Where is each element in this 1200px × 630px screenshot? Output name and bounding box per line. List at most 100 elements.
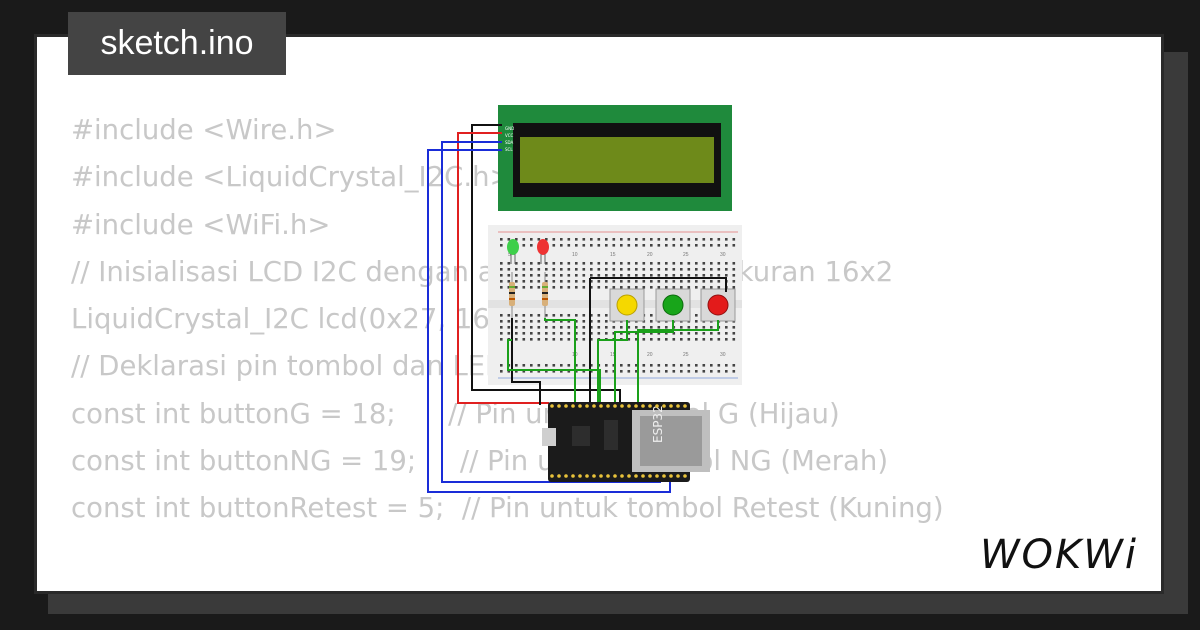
breadboard-hole: [522, 338, 526, 341]
breadboard-hole: [515, 268, 518, 271]
breadboard-hole: [650, 262, 653, 265]
breadboard-hole: [582, 370, 586, 373]
breadboard-hole: [680, 238, 683, 241]
breadboard-hole: [522, 268, 526, 271]
breadboard-hole: [710, 280, 713, 283]
breadboard-hole: [552, 268, 556, 271]
breadboard-hole: [642, 244, 646, 247]
breadboard-hole: [530, 332, 533, 335]
breadboard-hole: [597, 238, 601, 241]
header-pin: [606, 474, 610, 478]
breadboard-hole: [545, 332, 548, 335]
breadboard-hole: [530, 370, 533, 373]
breadboard-hole: [545, 262, 548, 265]
breadboard-hole: [657, 274, 661, 277]
lcd-pin-label: SCL: [505, 147, 513, 152]
file-name-badge: sketch.ino: [68, 12, 286, 75]
breadboard-hole: [507, 314, 511, 317]
breadboard-hole: [695, 314, 698, 317]
breadboard-hole: [567, 320, 571, 323]
breadboard-hole: [687, 274, 691, 277]
breadboard-hole: [710, 286, 713, 289]
breadboard-hole: [635, 238, 638, 241]
breadboard-hole: [515, 332, 518, 335]
breadboard-hole: [695, 332, 698, 335]
breadboard-hole: [545, 338, 548, 341]
breadboard-hole: [560, 238, 563, 241]
breadboard-hole: [500, 338, 503, 341]
breadboard-hole: [575, 326, 578, 329]
breadboard-hole: [717, 262, 721, 265]
breadboard-hole: [537, 280, 541, 283]
breadboard-hole: [567, 370, 571, 373]
header-pin: [634, 474, 638, 478]
breadboard-hole: [687, 268, 691, 271]
code-line: #include <WiFi.h>: [71, 208, 331, 241]
breadboard-hole: [567, 314, 571, 317]
breadboard-hole: [620, 286, 623, 289]
breadboard-hole: [560, 314, 563, 317]
code-line: #include <Wire.h>: [71, 114, 337, 146]
breadboard-hole: [522, 326, 526, 329]
breadboard-hole: [732, 364, 736, 367]
breadboard-hole: [732, 244, 736, 247]
header-pin: [599, 404, 603, 408]
breadboard-hole: [635, 364, 638, 367]
breadboard-hole: [567, 238, 571, 241]
breadboard-hole: [605, 244, 608, 247]
breadboard-hole: [717, 280, 721, 283]
breadboard-hole: [725, 326, 728, 329]
breadboard-hole: [702, 286, 706, 289]
breadboard-hole: [530, 274, 533, 277]
header-pin: [648, 404, 652, 408]
breadboard-hole: [605, 262, 608, 265]
breadboard-hole: [657, 338, 661, 341]
breadboard-hole: [545, 280, 548, 283]
header-pin: [557, 404, 561, 408]
breadboard-hole: [537, 268, 541, 271]
header-pin: [550, 404, 554, 408]
breadboard-hole: [612, 332, 616, 335]
breadboard-hole: [590, 238, 593, 241]
header-pin: [683, 404, 687, 408]
breadboard-hole: [620, 262, 623, 265]
header-pin: [627, 404, 631, 408]
breadboard-hole: [627, 338, 631, 341]
breadboard-hole: [530, 320, 533, 323]
breadboard-hole: [545, 364, 548, 367]
header-pin: [620, 404, 624, 408]
breadboard-hole: [732, 326, 736, 329]
breadboard-hole: [650, 244, 653, 247]
breadboard-hole: [515, 338, 518, 341]
breadboard-hole: [702, 268, 706, 271]
breadboard-hole: [725, 274, 728, 277]
breadboard-hole: [680, 262, 683, 265]
header-pin: [564, 404, 568, 408]
breadboard-hole: [597, 274, 601, 277]
breadboard-hole: [680, 326, 683, 329]
breadboard-hole: [627, 286, 631, 289]
breadboard-hole: [537, 320, 541, 323]
breadboard-hole: [710, 326, 713, 329]
breadboard-hole: [650, 370, 653, 373]
breadboard-hole: [522, 274, 526, 277]
breadboard-hole: [582, 364, 586, 367]
breadboard-hole: [657, 268, 661, 271]
breadboard-hole: [537, 274, 541, 277]
breadboard-hole: [635, 370, 638, 373]
breadboard-hole: [672, 262, 676, 265]
breadboard-hole: [500, 280, 503, 283]
breadboard-hole: [582, 280, 586, 283]
breadboard-hole: [500, 332, 503, 335]
breadboard-hole: [582, 314, 586, 317]
breadboard-hole: [552, 332, 556, 335]
breadboard-hole: [500, 262, 503, 265]
header-pin: [641, 404, 645, 408]
breadboard-hole: [590, 274, 593, 277]
breadboard-hole: [605, 326, 608, 329]
breadboard-hole: [717, 286, 721, 289]
breadboard-hole: [590, 268, 593, 271]
breadboard-hole: [545, 274, 548, 277]
breadboard-hole: [635, 268, 638, 271]
